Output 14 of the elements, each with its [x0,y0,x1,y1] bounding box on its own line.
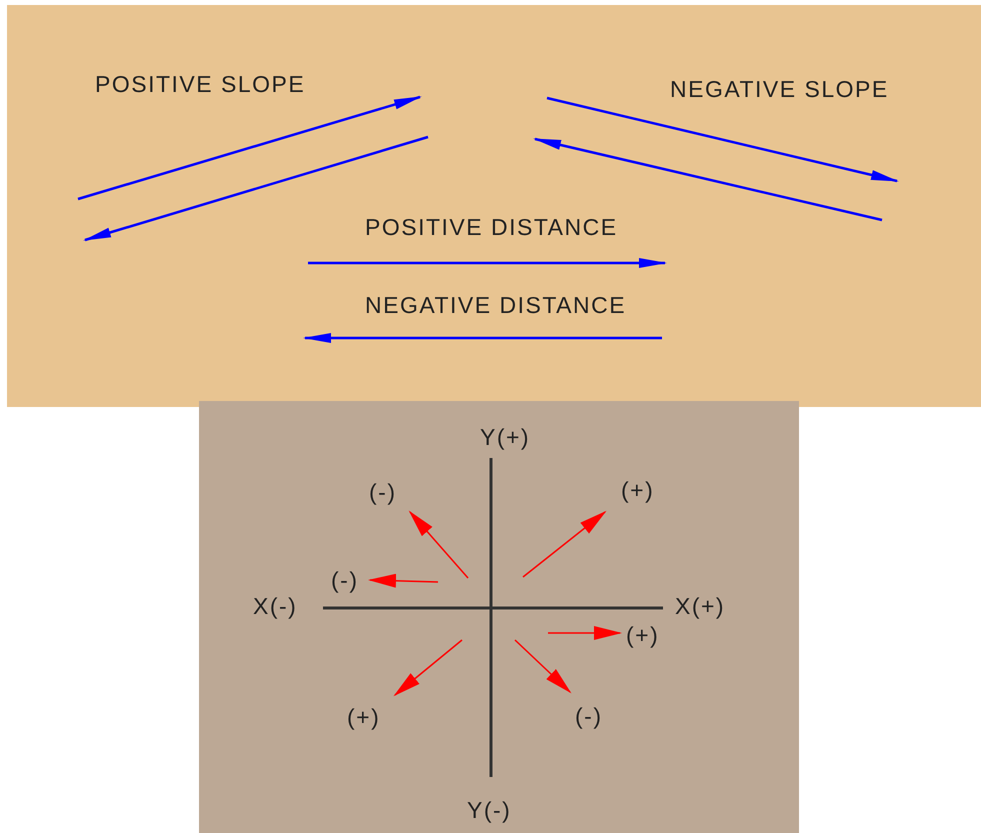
axis-label: Y(+) [480,426,530,449]
direction-label: NEGATIVE DISTANCE [365,294,626,317]
sign-label: (+) [347,706,380,729]
sign-label: (+) [621,479,654,502]
axis-label: X(+) [675,595,726,618]
sign-label: (+) [626,624,660,647]
sign-label: (-) [369,481,396,504]
sign-label: (-) [575,705,602,728]
direction-label: NEGATIVE SLOPE [670,78,889,101]
direction-label: POSITIVE SLOPE [95,73,306,96]
direction-label: POSITIVE DISTANCE [365,216,618,239]
axis-label: Y(-) [467,799,512,822]
sign-label: (-) [331,569,358,592]
axis-label: X(-) [253,595,298,618]
